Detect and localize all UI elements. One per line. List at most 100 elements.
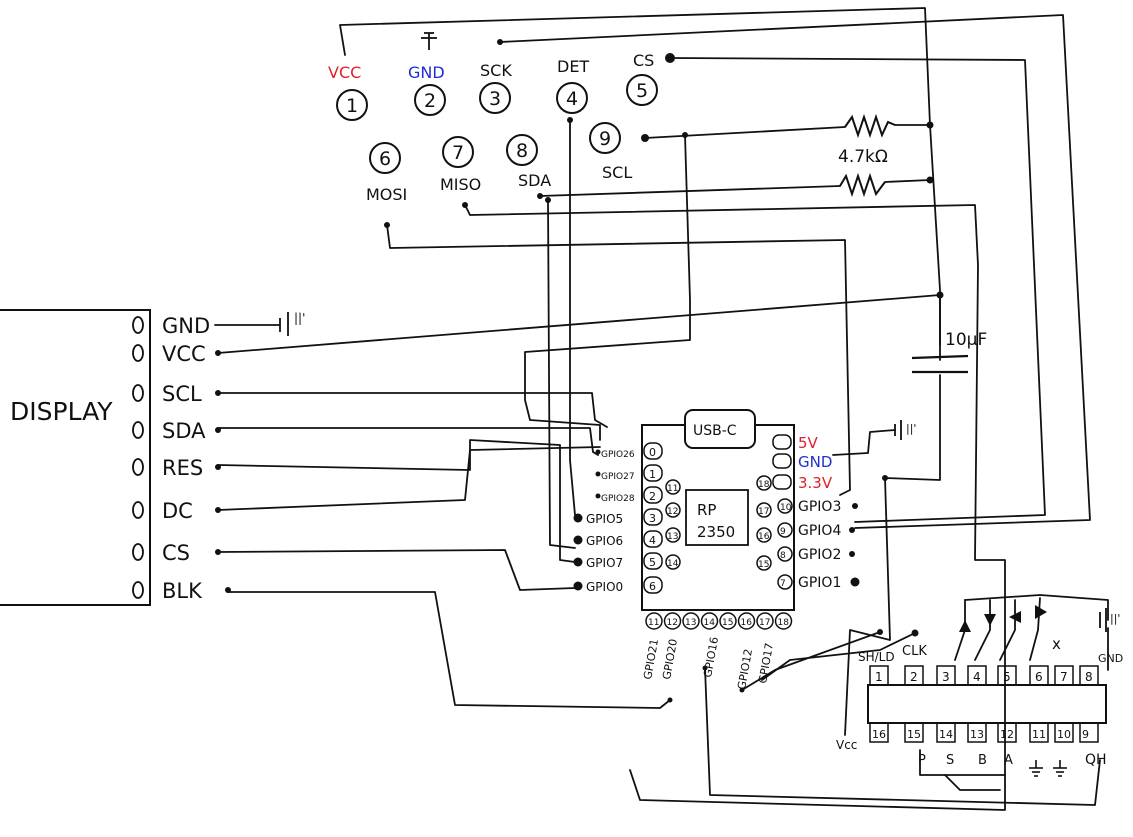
det-dot: [567, 117, 573, 123]
pin-leg: [1079, 722, 1099, 743]
mcu-power-label: GND: [798, 453, 832, 471]
gpio12-dot: [739, 687, 745, 693]
sr-pin-number: 7: [1060, 670, 1068, 684]
mcu-pin-number: 4: [649, 534, 656, 547]
display-pin-label: RES: [162, 456, 203, 480]
mcu-pin-label: GPIO1: [798, 575, 841, 591]
sr-top-pin-3: 3: [936, 665, 956, 686]
wire-btn3: [999, 599, 1016, 661]
display-pin-res: RES: [132, 456, 221, 480]
wire-btn-bottom2: [944, 774, 1001, 791]
ground-symbol-mcu: [894, 420, 902, 440]
pin-pad: [756, 527, 772, 543]
pin-pad: [682, 612, 700, 630]
pin-circle: [336, 89, 368, 121]
sr-gnd-label: GND: [1098, 652, 1123, 665]
mcu-pin-label: GPIO2: [798, 547, 841, 563]
sr-pin-number: 16: [872, 728, 886, 741]
mcu-bottom-pin-12: 12: [663, 612, 682, 630]
pin-hole: [132, 501, 144, 519]
pin-circle: [369, 142, 401, 174]
sr-gnd-tick: ||': [1110, 612, 1120, 625]
sda-dot: [537, 193, 543, 199]
mcu-pin-number: 15: [722, 618, 733, 628]
mcu-pin-dot: [852, 503, 858, 509]
mcu-bottom-pin-18: 18: [774, 612, 793, 630]
pin-pad: [700, 612, 719, 630]
pin-leg: [936, 665, 956, 686]
pin-circle: [479, 82, 511, 114]
pin-pad: [643, 442, 663, 460]
mcu-inner-pin-15: 15: [756, 555, 772, 571]
cs-dot: [665, 53, 675, 63]
ground-symbols-bottom: [1029, 760, 1067, 777]
mcu-pins: 0GPIO261GPIO272GPIO283GPIO54GPIO65GPIO76…: [573, 434, 860, 703]
scl-dot: [641, 134, 649, 142]
mcu-bottom-pin-11: 11: [645, 612, 663, 630]
sr-bottom-pin-13: 13: [967, 722, 987, 743]
mcu-pin-number: 14: [667, 559, 679, 569]
wire-resistor-bottom: [539, 185, 841, 197]
mcu-inner-pin-11: 11: [665, 479, 681, 495]
chip-name-2: 2350: [697, 523, 735, 541]
resistor-label: 4.7kΩ: [838, 147, 888, 167]
wire-display-scl: [217, 392, 608, 428]
mcu-bottom-label: GPIO17: [756, 642, 776, 685]
connector-pin-label: MOSI: [366, 185, 407, 204]
sr-vcc-label: Vcc: [836, 738, 857, 752]
mcu-bottom-label: GPIO21: [641, 638, 661, 681]
res1-junction: [926, 121, 934, 129]
pin-leg: [967, 665, 987, 686]
pin-pad: [777, 546, 793, 562]
display-pin-blk: BLK: [132, 579, 231, 603]
display-pin-dot: [225, 587, 231, 593]
chip-name-1: RP: [697, 501, 716, 519]
mcu-pin-dot: [850, 577, 860, 587]
button-label-a: A: [1004, 753, 1013, 768]
wire-mcu-gnd: [832, 429, 896, 456]
button-label-b: B: [978, 753, 987, 768]
pin-circle: [626, 74, 658, 106]
display-pin-cs: CS: [132, 541, 221, 565]
mcu-pin-number: 18: [778, 618, 790, 628]
pin-pad: [643, 552, 663, 570]
sr-top-pin-5: 5: [997, 665, 1017, 686]
mcu-pin-number: 11: [648, 618, 659, 628]
mcu-pin-dot: [573, 557, 583, 567]
mcu-pin-number: 0: [649, 446, 656, 459]
pin-pad: [665, 502, 681, 518]
display-pin-vcc: VCC: [132, 342, 221, 366]
connector-pin-number: 8: [516, 140, 528, 162]
sr-qh-label: QH: [1085, 752, 1107, 768]
sr-pin-number: 1: [875, 670, 883, 684]
sr-top-pin-7: 7: [1054, 665, 1074, 686]
mcu-pin-dot: [595, 471, 601, 477]
res2-junction: [926, 176, 934, 184]
connector-pin-number: 6: [379, 148, 391, 170]
resistor-2: [839, 172, 886, 198]
mcu-pin-number: 7: [780, 579, 786, 589]
wire-resistor-bottom-right: [884, 179, 931, 183]
display-pin-dot: [215, 427, 221, 433]
pin-leg: [967, 722, 987, 743]
pin-hole: [132, 421, 144, 439]
connector-pin-label: SDA: [518, 171, 551, 190]
sr-pin-number: 13: [970, 728, 984, 741]
pin-pad: [777, 574, 793, 590]
mcu-board: USB-C RP 2350 0GPIO261GPIO272GPIO283GPIO…: [573, 409, 860, 703]
scl-junction: [682, 132, 688, 138]
capacitor-label: 10µF: [945, 330, 987, 350]
wire-display-vcc: [217, 294, 941, 354]
wire-cap-bottom: [884, 374, 941, 481]
display-pin-label: VCC: [162, 342, 206, 366]
